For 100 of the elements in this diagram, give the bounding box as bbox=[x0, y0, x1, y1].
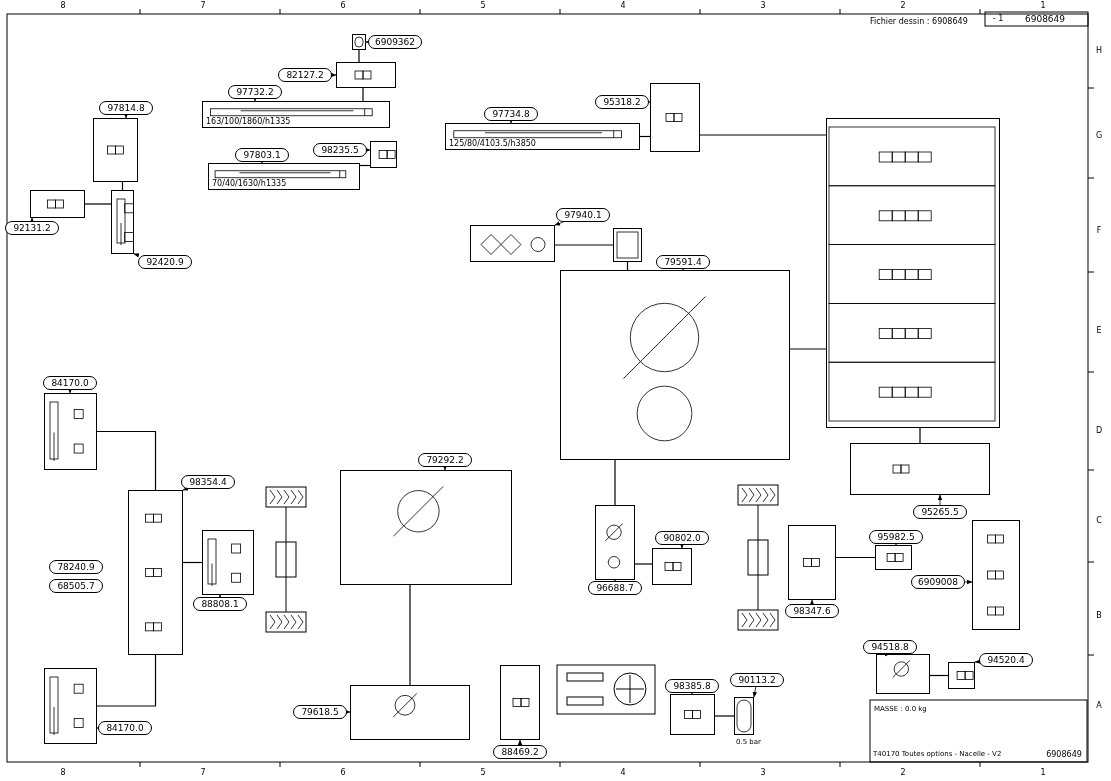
callout-number: 84170.0 bbox=[43, 376, 97, 390]
callout-number: 98354.4 bbox=[181, 475, 235, 489]
leader-line bbox=[182, 486, 189, 491]
callout-number: 79618.5 bbox=[293, 705, 347, 719]
valve-block bbox=[93, 118, 138, 182]
leader-line bbox=[330, 72, 337, 78]
hydraulic-cylinder bbox=[208, 163, 360, 190]
callout-number: 88808.1 bbox=[193, 597, 247, 611]
leader-line bbox=[29, 217, 35, 224]
drawing-file-note: Fichier dessin : 6908649 bbox=[870, 16, 968, 27]
grid-reference: 7 bbox=[200, 0, 206, 11]
grid-reference: B bbox=[1096, 610, 1102, 621]
hydraulic-line bbox=[714, 715, 735, 717]
motor-valve-unit bbox=[350, 685, 470, 740]
leader-line bbox=[67, 387, 73, 394]
callout-number: 96688.7 bbox=[588, 581, 642, 595]
valve-block bbox=[370, 141, 397, 168]
grid-reference: G bbox=[1095, 130, 1103, 141]
callout-number: 92420.9 bbox=[138, 255, 192, 269]
grid-reference: 1 bbox=[1040, 0, 1046, 11]
motor-pump-unit bbox=[876, 654, 930, 694]
hydraulic-line bbox=[789, 348, 827, 350]
cylinder-valve-block bbox=[44, 668, 97, 744]
callout-number: 98235.5 bbox=[313, 143, 367, 157]
valve-block bbox=[788, 525, 836, 600]
leader-line bbox=[133, 253, 140, 258]
leader-line bbox=[679, 542, 685, 549]
callout-number: 88469.2 bbox=[493, 745, 547, 759]
leader-line bbox=[517, 739, 523, 746]
grid-reference: 1 bbox=[1040, 767, 1046, 778]
grid-reference: 5 bbox=[480, 0, 486, 11]
callout-number: 92131.2 bbox=[5, 221, 59, 235]
callout-number: 95318.2 bbox=[595, 95, 649, 109]
leader-line bbox=[123, 112, 129, 119]
grid-reference: 4 bbox=[620, 767, 626, 778]
callout-number: 90802.0 bbox=[655, 531, 709, 545]
accumulator-symbol bbox=[352, 34, 366, 50]
cylinder-dimension-text: 163/100/1860/h1335 bbox=[206, 117, 291, 126]
hydraulic-line bbox=[84, 203, 112, 205]
hydraulic-line bbox=[359, 164, 371, 167]
valve-block bbox=[650, 83, 700, 152]
valve-block bbox=[948, 662, 975, 689]
valve-block bbox=[128, 490, 183, 655]
callout-number: 95265.5 bbox=[913, 505, 967, 519]
cooler-fan-unit bbox=[470, 225, 555, 262]
pump-unit bbox=[560, 270, 790, 460]
callout-number: 97814.8 bbox=[99, 101, 153, 115]
grid-reference: 3 bbox=[760, 0, 766, 11]
grid-reference: 8 bbox=[60, 0, 66, 11]
callout-number: 97732.2 bbox=[228, 85, 282, 99]
hydraulic-line bbox=[358, 49, 360, 63]
callout-number: 84170.0 bbox=[98, 721, 152, 735]
hydraulic-line bbox=[554, 244, 614, 246]
valve-block bbox=[336, 62, 396, 88]
valve-block bbox=[670, 694, 715, 735]
revision-text: - 1 bbox=[992, 13, 1004, 24]
hydraulic-line bbox=[835, 556, 876, 559]
hydraulic-line bbox=[96, 430, 157, 491]
grid-reference: 5 bbox=[480, 767, 486, 778]
leader-line bbox=[344, 709, 351, 715]
callout-number: 97734.8 bbox=[484, 107, 538, 121]
hydraulic-cylinder bbox=[202, 101, 390, 128]
valve-block bbox=[30, 190, 85, 218]
leader-line bbox=[964, 579, 973, 585]
cylinder-dimension-text: 125/80/4103.5/h3850 bbox=[449, 139, 536, 148]
callout-number: 79591.4 bbox=[656, 255, 710, 269]
callout-number: 97803.1 bbox=[235, 148, 289, 162]
cylinder-dimension-text: 70/40/1630/h1335 bbox=[212, 179, 287, 188]
grid-reference: A bbox=[1096, 700, 1102, 711]
callout-number: 98347.6 bbox=[785, 604, 839, 618]
grid-reference: 6 bbox=[340, 767, 346, 778]
grid-reference: F bbox=[1096, 225, 1102, 236]
grid-reference: 7 bbox=[200, 767, 206, 778]
callout-number: 97940.1 bbox=[556, 208, 610, 222]
grid-reference: 4 bbox=[620, 0, 626, 11]
pump-symbol bbox=[595, 505, 635, 580]
hydraulic-line bbox=[634, 563, 653, 565]
hydraulic-line bbox=[362, 87, 364, 102]
hydraulic-line bbox=[409, 584, 411, 686]
callout-number: 94520.4 bbox=[979, 653, 1033, 667]
leader-line bbox=[809, 599, 815, 606]
lever-valve-unit bbox=[500, 665, 540, 740]
hydraulic-line bbox=[699, 134, 827, 136]
grid-reference: 2 bbox=[900, 0, 906, 11]
solenoid-valve-block bbox=[972, 520, 1020, 630]
callout-number: 6909362 bbox=[368, 35, 422, 49]
electric-box bbox=[613, 228, 642, 262]
valve-block bbox=[850, 443, 990, 495]
callout-number: 79292.2 bbox=[418, 453, 472, 467]
grid-reference: H bbox=[1096, 45, 1102, 56]
hydraulic-line bbox=[919, 427, 921, 444]
leader-line bbox=[442, 464, 448, 471]
hydraulic-line bbox=[182, 561, 203, 564]
drawing-number: 6908649 bbox=[1024, 13, 1066, 25]
leader-line bbox=[974, 659, 981, 664]
callout-number: 94518.8 bbox=[863, 640, 917, 654]
hydraulic-line bbox=[929, 674, 949, 677]
hydraulic-cylinder bbox=[445, 123, 640, 150]
hydraulic-line bbox=[626, 261, 629, 271]
callout-number: 82127.2 bbox=[278, 68, 332, 82]
